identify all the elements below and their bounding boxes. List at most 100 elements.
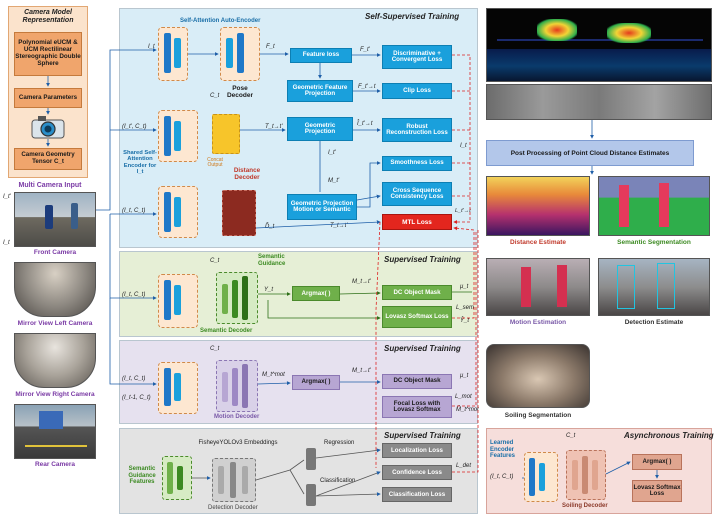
point-cloud-image bbox=[486, 8, 712, 82]
input-it-prime: I_t' bbox=[3, 194, 11, 200]
soiling-seg-image bbox=[486, 344, 590, 408]
disc-conv-loss-box: Discriminative + Convergent Loss bbox=[382, 45, 452, 69]
motion-mmot: M_t^mot bbox=[262, 372, 285, 378]
detection-title: Supervised Training bbox=[384, 431, 461, 440]
classification-loss-box: Classification Loss bbox=[382, 487, 452, 502]
async-ct: C_t bbox=[566, 433, 576, 439]
camera-models-list: Polynomial eUCM & UCM Rectilinear Stereo… bbox=[14, 32, 82, 76]
semantic-title: Supervised Training bbox=[384, 255, 461, 264]
label-tt: T_t→t' bbox=[265, 124, 283, 130]
semantic-dc-mask-box: DC Object Mask bbox=[382, 285, 452, 300]
mirror-right-camera-image bbox=[14, 333, 96, 388]
semantic-seg-image bbox=[598, 176, 710, 236]
geo-proj-motion-box: Geometric Projection Motion or Semantic bbox=[287, 194, 357, 220]
sa-autoencoder-label: Self-Attention Auto-Encoder bbox=[180, 18, 261, 24]
concat-output-label: Concat Output bbox=[207, 157, 223, 169]
detection-decoder-label: Detection Decoder bbox=[208, 505, 258, 511]
motion-input2: (I_t-1, C_t) bbox=[122, 395, 151, 401]
motion-input1: (I_t, C_t) bbox=[122, 376, 146, 382]
motion-title: Supervised Training bbox=[384, 344, 461, 353]
mirror-left-camera-label: Mirror View Left Camera bbox=[17, 320, 93, 327]
smoothness-loss-box: Smoothness Loss bbox=[382, 156, 452, 171]
semantic-yt: Y_t bbox=[264, 287, 274, 293]
motion-estimate-label: Motion Estimation bbox=[509, 319, 567, 326]
regression-label: Regression bbox=[324, 440, 355, 446]
geo-feature-proj-box: Geometric Feature Projection bbox=[287, 80, 353, 102]
async-argmax-box: Argmax( ) bbox=[632, 454, 682, 470]
semantic-decoder-label: Semantic Decoder bbox=[200, 328, 253, 334]
camera-model-title: Camera Model Representation bbox=[22, 9, 74, 24]
motion-dc-mask-box: DC Object Mask bbox=[382, 374, 452, 389]
detection-estimate-label: Detection Estimate bbox=[624, 319, 684, 326]
distance-estimate-label: Distance Estimate bbox=[510, 239, 566, 246]
label-ft-to-t: F_t'→t bbox=[358, 84, 376, 90]
motion-ct: C_t bbox=[210, 346, 220, 352]
label-it-to-t: Î_t'→t bbox=[357, 121, 373, 127]
semantic-guidance-label: Semantic Guidance bbox=[258, 254, 286, 267]
distance-estimate-image bbox=[486, 176, 590, 236]
geo-proj-box: Geometric Projection bbox=[287, 117, 353, 141]
async-title: Asynchronous Training bbox=[624, 431, 714, 440]
detection-ldet: L_det bbox=[456, 463, 472, 469]
camera-icon bbox=[30, 115, 66, 139]
multi-camera-title: Multi Camera Input bbox=[18, 182, 82, 189]
label-ct-top: C_t bbox=[210, 93, 220, 99]
mtl-loss-box: MTL Loss bbox=[382, 214, 452, 230]
label-ft: F_t bbox=[266, 44, 275, 50]
clip-loss-box: Clip Loss bbox=[382, 83, 452, 99]
robust-recon-loss-box: Robust Reconstruction Loss bbox=[382, 118, 452, 142]
confidence-loss-box: Confidence Loss bbox=[382, 465, 452, 480]
semantic-guidance-features-label: Semantic Guidance Features bbox=[128, 466, 156, 486]
semantic-input: (I_t, C_t) bbox=[122, 292, 146, 298]
async-input: (I_t, C_t) bbox=[490, 474, 514, 480]
label-it-ct-top: (I_t', C_t) bbox=[122, 124, 147, 130]
label-lt-prime: L_t'→t bbox=[455, 208, 471, 214]
motion-mt: M_t→t' bbox=[352, 368, 371, 374]
motion-estimate-image bbox=[486, 258, 590, 316]
cross-seq-loss-box: Cross Sequence Consistency Loss bbox=[382, 182, 452, 206]
front-camera-image bbox=[14, 192, 96, 247]
semantic-lsem: L_sem bbox=[456, 305, 475, 311]
label-ft-prime: F_t' bbox=[360, 47, 370, 53]
label-mt-prime: M_t' bbox=[328, 178, 340, 184]
mirror-left-camera-image bbox=[14, 262, 96, 317]
motion-argmax-box: Argmax( ) bbox=[292, 375, 340, 390]
label-it: I_t bbox=[148, 44, 155, 50]
classification-label: Classification bbox=[320, 478, 356, 484]
motion-mu: μ_t bbox=[460, 373, 469, 379]
localization-loss-box: Localization Loss bbox=[382, 443, 452, 458]
camera-geometry-tensor-box: Camera Geometry Tensor C_t bbox=[14, 148, 82, 170]
distance-decoder-top-yellow bbox=[212, 114, 240, 154]
shared-encoder-label: Shared Self-Attention Encoder for I_t bbox=[123, 150, 157, 176]
label-it-ct-bottom: (I_t, C_t) bbox=[122, 208, 146, 214]
detection-estimate-image bbox=[598, 258, 710, 316]
feature-loss-box: Feature loss bbox=[290, 48, 352, 63]
self-supervised-title: Self-Supervised Training bbox=[365, 12, 460, 21]
semantic-yhat: Ŷ_t bbox=[460, 318, 470, 324]
camera-parameters-box: Camera Parameters bbox=[14, 88, 82, 108]
lovasz-loss-box: Lovasz Softmax Loss bbox=[382, 306, 452, 328]
label-it-prime: I_t' bbox=[328, 150, 336, 156]
learned-encoder-label: Learned Encoder Features bbox=[490, 440, 516, 460]
async-lovasz-box: Lovasz Softmax Loss bbox=[632, 480, 682, 502]
semantic-mu: μ_t bbox=[460, 284, 469, 290]
fisheye-views-strip bbox=[486, 84, 712, 120]
motion-mhat: M̂_t^mot bbox=[456, 407, 479, 413]
fisheye-embeddings-label: FisheyeYOLOv3 Embeddings bbox=[198, 440, 278, 446]
pose-decoder-label: Pose Decoder bbox=[226, 85, 253, 100]
rear-camera-image bbox=[14, 404, 96, 459]
focal-loss-box: Focal Loss with Lovasz Softmax bbox=[382, 396, 452, 418]
motion-lmot: L_mot bbox=[455, 394, 472, 400]
input-it: I_t bbox=[3, 240, 10, 246]
label-it-smooth: I_t bbox=[460, 143, 467, 149]
distance-decoder-bottom bbox=[222, 190, 256, 236]
post-processing-box: Post Processing of Point Cloud Distance … bbox=[486, 140, 694, 166]
front-camera-label: Front Camera bbox=[33, 249, 77, 256]
semantic-mt: M_t→t' bbox=[352, 279, 371, 285]
rear-camera-label: Rear Camera bbox=[34, 461, 76, 468]
distance-decoder-label: Distance Decoder bbox=[233, 167, 261, 181]
semantic-seg-label: Semantic Segmentation bbox=[617, 239, 691, 246]
motion-decoder-label: Motion Decoder bbox=[214, 414, 260, 420]
mirror-right-camera-label: Mirror View Right Camera bbox=[15, 391, 95, 398]
